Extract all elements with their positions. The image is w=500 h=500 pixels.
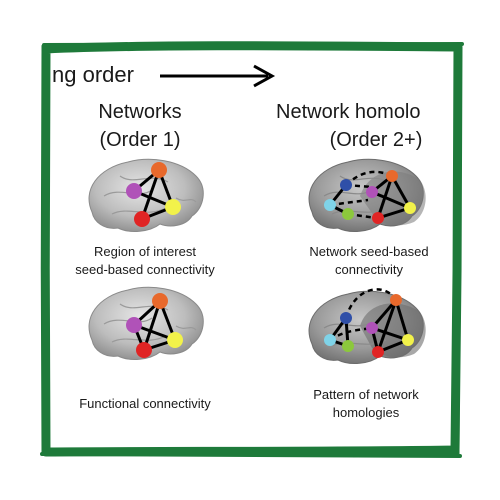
networks-order: (Order 1) bbox=[99, 129, 181, 151]
caption-network-seed-line1: Network seed-based bbox=[309, 244, 429, 259]
node-red bbox=[136, 342, 152, 358]
node-green bbox=[342, 340, 354, 352]
caption-functional-connectivity: Functional connectivity bbox=[79, 396, 211, 411]
node-orange bbox=[152, 293, 168, 309]
node-cyan bbox=[324, 199, 336, 211]
node-purple bbox=[366, 186, 378, 198]
brain-network-seed bbox=[308, 158, 426, 232]
node-purple bbox=[126, 317, 142, 333]
node-orange bbox=[386, 170, 398, 182]
frame-interior: ng order Networks (Order 1) Network homo… bbox=[48, 52, 450, 452]
brain-network-homologies bbox=[308, 288, 426, 364]
caption-homologies-line2: homologies bbox=[332, 405, 400, 420]
green-frame bbox=[40, 41, 464, 458]
brain-roi-seed bbox=[88, 158, 204, 232]
node-blue bbox=[340, 179, 352, 191]
node-yellow bbox=[402, 334, 414, 346]
node-cyan bbox=[324, 334, 336, 346]
node-purple bbox=[126, 183, 142, 199]
node-red bbox=[372, 212, 384, 224]
caption-roi-line2: seed-based connectivity bbox=[75, 262, 215, 277]
order-arrow-icon bbox=[160, 64, 276, 88]
homologies-title: Network homolo bbox=[276, 101, 421, 123]
order-label: ng order bbox=[52, 62, 134, 87]
node-red bbox=[134, 211, 150, 227]
node-green bbox=[342, 208, 354, 220]
node-purple bbox=[366, 322, 378, 334]
node-blue bbox=[340, 312, 352, 324]
node-orange bbox=[390, 294, 402, 306]
node-orange bbox=[151, 162, 167, 178]
node-yellow bbox=[404, 202, 416, 214]
caption-network-seed-line2: connectivity bbox=[335, 262, 403, 277]
caption-homologies-line1: Pattern of network bbox=[313, 387, 419, 402]
node-red bbox=[372, 346, 384, 358]
node-yellow bbox=[167, 332, 183, 348]
brain-functional-connectivity bbox=[88, 286, 204, 360]
homologies-order: (Order 2+) bbox=[329, 129, 423, 151]
node-yellow bbox=[165, 199, 181, 215]
networks-title: Networks bbox=[98, 101, 182, 123]
caption-roi-line1: Region of interest bbox=[94, 244, 196, 259]
